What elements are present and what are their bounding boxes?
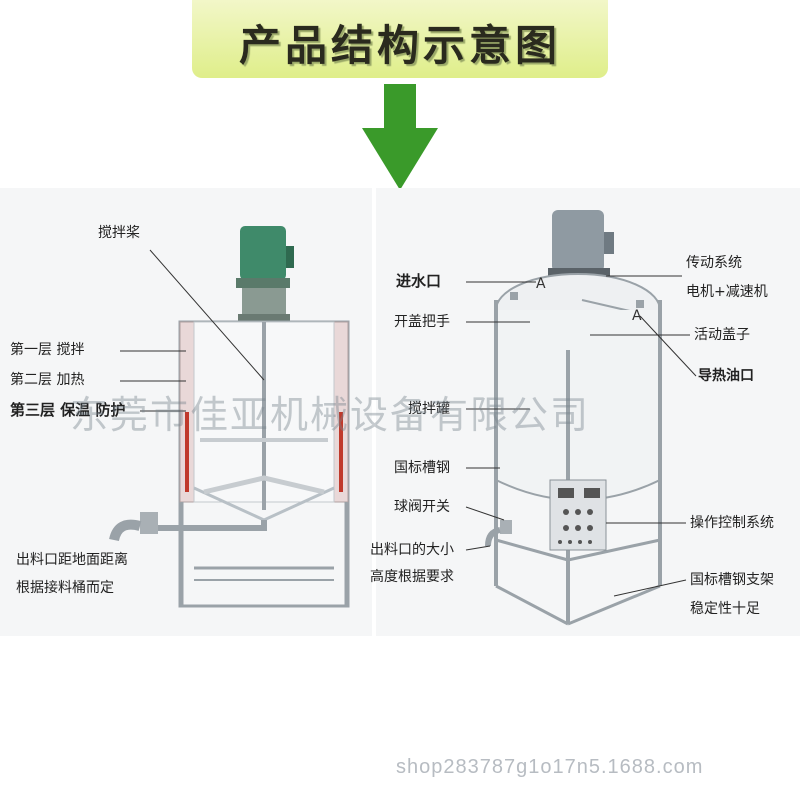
label-ball-valve: 球阀开关 [394,499,450,515]
svg-text:A: A [536,276,546,292]
label-oil-port: 导热油口 [698,368,754,384]
label-drive-line1: 传动系统 [686,255,742,271]
down-arrow-icon [362,84,438,190]
label-control: 操作控制系统 [690,515,774,531]
title-banner: 产品结构示意图 [192,0,608,78]
label-layer1: 第一层 搅拌 [10,342,85,358]
label-outlet-line2: 根据接料桶而定 [16,580,114,596]
company-watermark: 东莞市佳亚机械设备有限公司 [70,393,591,437]
label-outlet-size-line1: 出料口的大小 [370,542,454,558]
label-layer3: 第三层 保温 防护 [10,401,126,419]
label-layer2: 第二层 加热 [10,372,85,388]
label-frame-line2: 稳定性十足 [690,601,760,617]
svg-text:A: A [632,308,642,324]
label-outlet-size-line2: 高度根据要求 [370,569,454,585]
label-movable-lid: 活动盖子 [694,327,750,343]
label-drive-line2: 电机+减速机 [686,284,768,300]
label-channel-steel: 国标槽钢 [394,460,450,476]
label-inlet: 进水口 [396,272,442,290]
banner-title: 产品结构示意图 [238,21,561,70]
left-motor-icon [236,226,294,322]
label-lid-handle: 开盖把手 [394,314,450,330]
label-tank: 搅拌罐 [408,401,450,417]
label-frame-line1: 国标槽钢支架 [690,572,774,588]
footer-url: shop283787g1o17n5.1688.com [396,756,704,778]
label-paddle: 搅拌桨 [98,225,140,241]
control-box-icon [549,479,607,551]
label-outlet-line1: 出料口距地面距离 [16,552,128,568]
